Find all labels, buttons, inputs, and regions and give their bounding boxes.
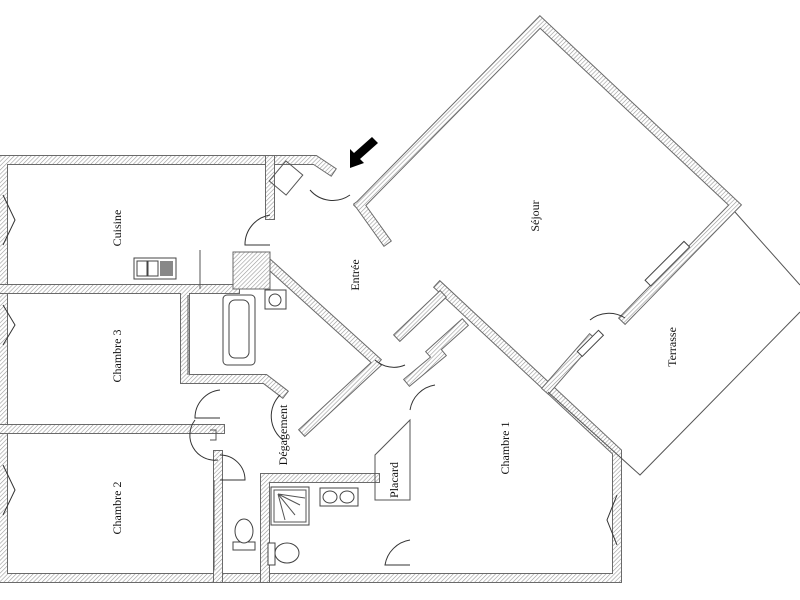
shower-icon [270,486,310,526]
fixtures [133,250,359,570]
room-label-entree: Entrée [348,259,362,290]
terrace-outline [547,211,800,476]
toilet-icon [232,518,256,551]
room-label-chambre2: Chambre 2 [110,482,124,535]
kitchen-sink-icon [133,257,177,280]
room-label-placard: Placard [387,462,401,498]
placard-box [210,418,411,501]
walls [0,15,743,583]
doors [2,189,626,566]
room-labels: Cuisine Chambre 3 Chambre 2 Entrée Séjou… [110,200,679,534]
window-sejour [576,240,691,358]
room-label-degagement: Dégagement [276,404,290,465]
room-label-chambre1: Chambre 1 [498,422,512,475]
room-label-terrasse: Terrasse [665,327,679,367]
room-label-cuisine: Cuisine [110,210,124,247]
toilet-icon [267,542,300,566]
room-label-sejour: Séjour [528,200,542,231]
washbasin-icon [264,289,287,310]
room-label-chambre3: Chambre 3 [110,330,124,383]
bathtub-icon [222,294,256,366]
arrow-icon [350,137,378,168]
double-sink-icon [319,487,359,507]
